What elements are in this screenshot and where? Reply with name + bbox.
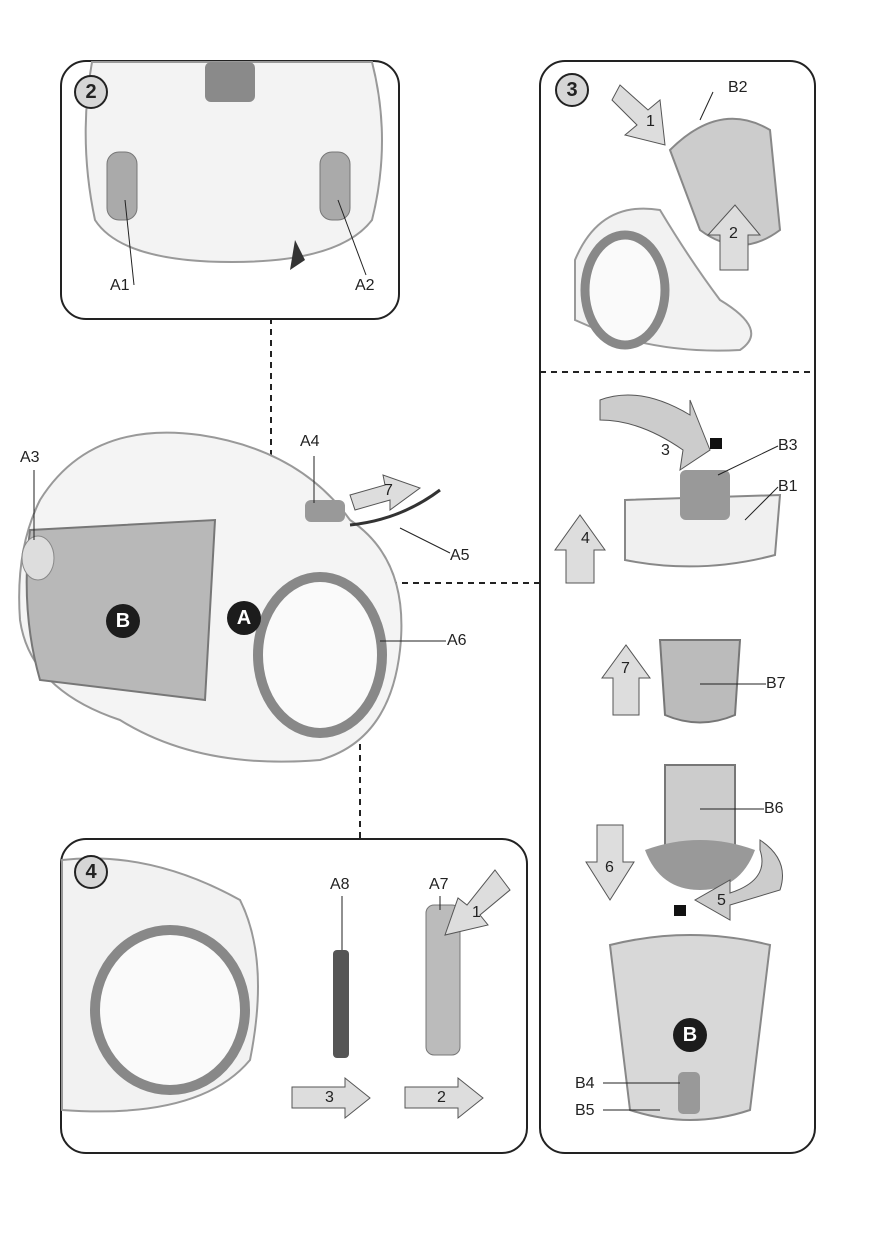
label-a4: A4 — [300, 433, 320, 450]
label-a1: A1 — [110, 277, 130, 294]
vacuum-bottom-view — [84, 61, 383, 270]
label-b4: B4 — [575, 1075, 595, 1092]
label-a3: A3 — [20, 449, 40, 466]
step-arrow-5: 5 — [717, 892, 726, 909]
label-b3: B3 — [778, 437, 798, 454]
step-number-2: 2 — [74, 75, 108, 109]
step-number-4: 4 — [74, 855, 108, 889]
step-arrow-7-cord: 7 — [384, 482, 393, 499]
part-b-badge: B — [106, 604, 140, 638]
label-b5: B5 — [575, 1102, 595, 1119]
step-arrow-7: 7 — [621, 660, 630, 677]
panel-3-artwork — [554, 84, 783, 1121]
label-a7: A7 — [429, 876, 449, 893]
step-arrow-6: 6 — [605, 859, 614, 876]
label-a8: A8 — [330, 876, 350, 893]
step-arrow-3-filter: 3 — [325, 1089, 334, 1106]
panel-4-artwork — [61, 857, 511, 1120]
step-arrow-3: 3 — [661, 442, 670, 459]
step-arrow-4: 4 — [581, 530, 590, 547]
part-b-badge-container: B — [673, 1018, 707, 1052]
step-arrow-2: 2 — [729, 225, 738, 242]
step-arrow-1-filter: 1 — [472, 904, 481, 921]
label-a2: A2 — [355, 277, 375, 294]
label-b1: B1 — [778, 478, 798, 495]
part-a-badge: A — [227, 601, 261, 635]
label-b7: B7 — [766, 675, 786, 692]
label-a6: A6 — [447, 632, 467, 649]
step-arrow-2-filter: 2 — [437, 1089, 446, 1106]
label-b6: B6 — [764, 800, 784, 817]
label-a5: A5 — [450, 547, 470, 564]
label-b2: B2 — [728, 79, 748, 96]
step-number-3: 3 — [555, 73, 589, 107]
step-arrow-1: 1 — [646, 113, 655, 130]
vacuum-main — [18, 431, 441, 763]
